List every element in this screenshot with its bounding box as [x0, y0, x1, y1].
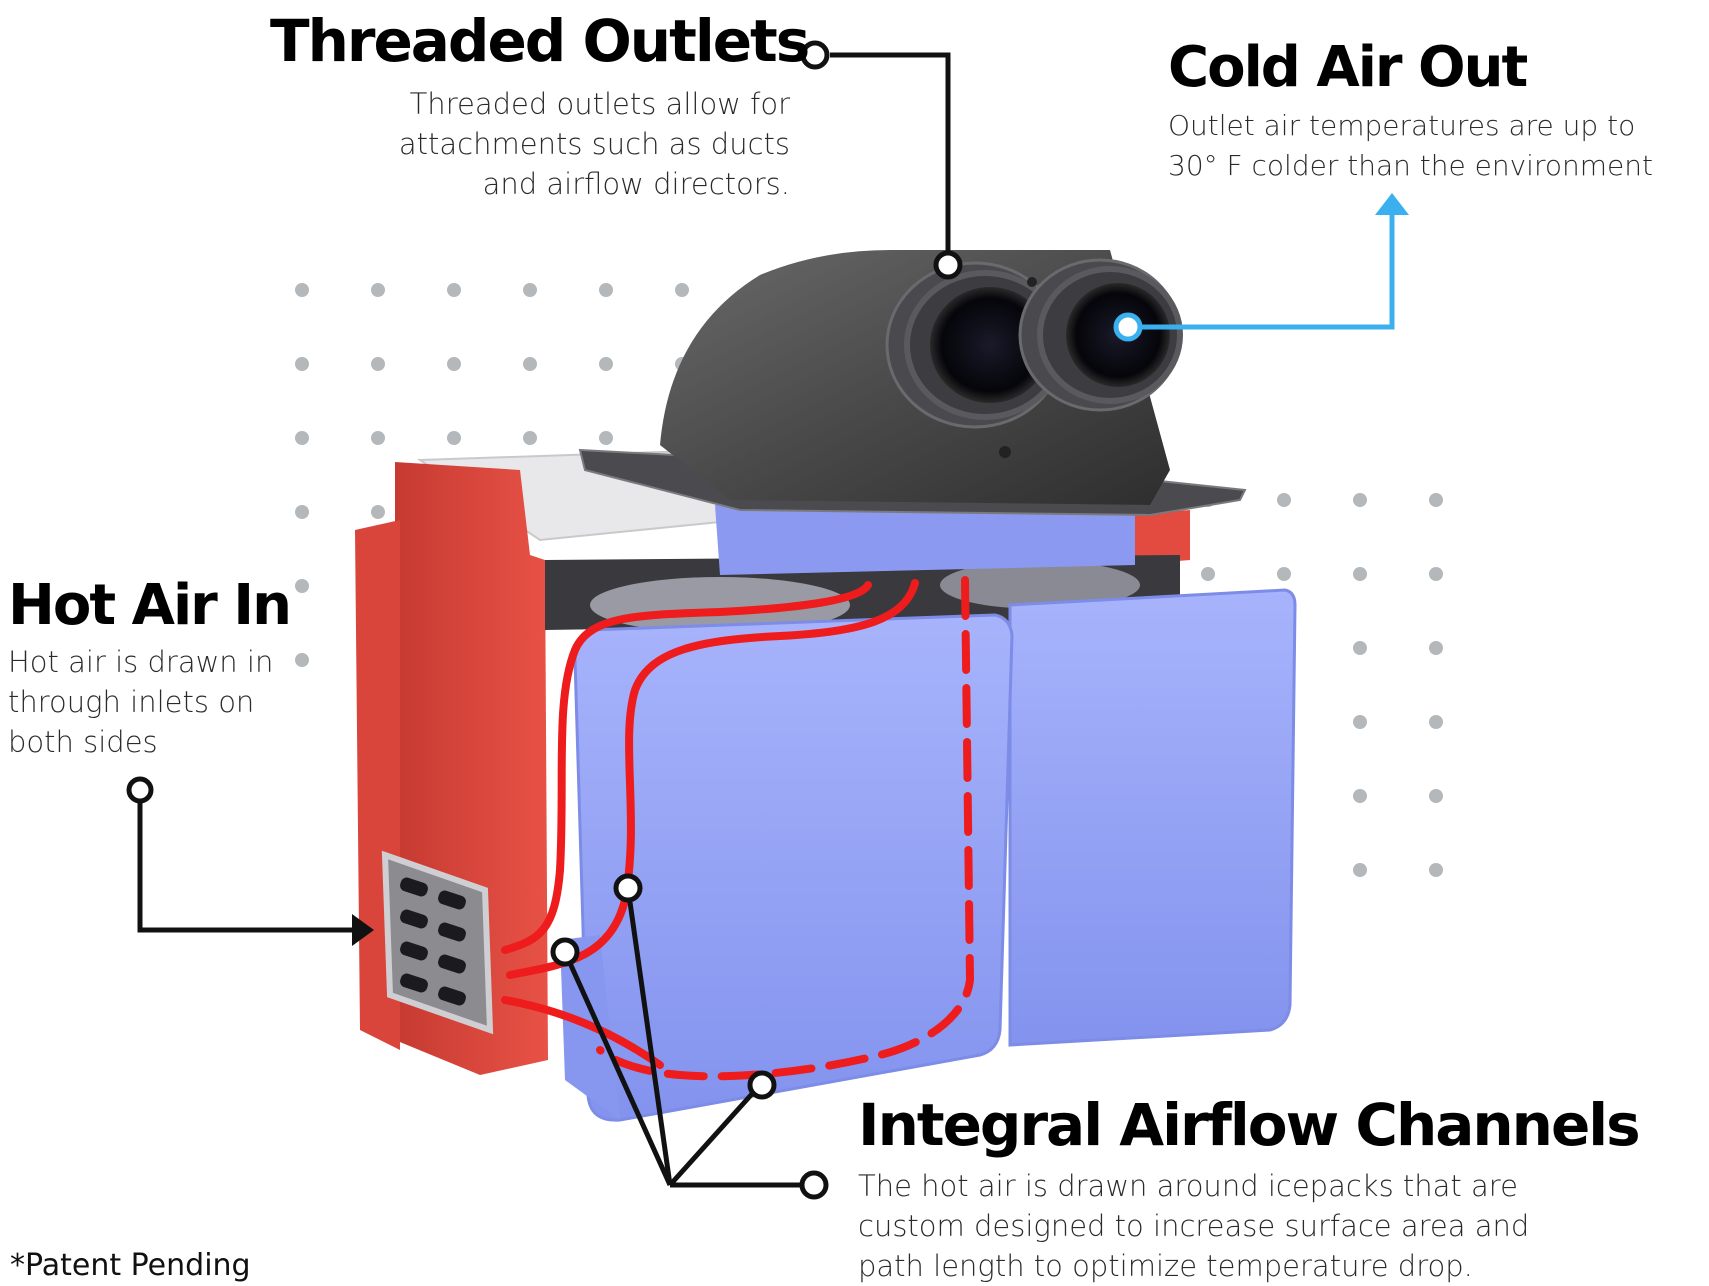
- callout-description: Threaded outlets allow for attachments s…: [270, 84, 790, 204]
- callout-title: Hot Air In: [8, 573, 292, 638]
- endpoint-channel-b: [613, 873, 643, 903]
- callout-title: Threaded Outlets: [270, 7, 810, 75]
- grid-dot: [447, 431, 461, 445]
- grid-dot: [1353, 715, 1367, 729]
- grid-dot: [371, 505, 385, 519]
- description-line: attachments such as ducts: [398, 127, 790, 161]
- grid-dot: [599, 283, 613, 297]
- endpoint-hot-air: [126, 776, 154, 804]
- grid-dot: [295, 283, 309, 297]
- grid-dot: [675, 283, 689, 297]
- vent-grille: [381, 850, 494, 1035]
- icepack-right: [1008, 588, 1297, 1047]
- grid-dot: [1353, 789, 1367, 803]
- description-line: custom designed to increase surface area…: [858, 1209, 1530, 1243]
- callout-title: Integral Airflow Channels: [858, 1091, 1641, 1159]
- description-line: and airflow directors.: [482, 167, 790, 201]
- description-line: Hot air is drawn in: [8, 645, 274, 679]
- cold-air-leader: [1113, 193, 1409, 342]
- callout-description: Outlet air temperatures are up to 30° F …: [1168, 106, 1688, 186]
- leader-channels-b: [625, 887, 673, 1186]
- endpoint-channels-label: [799, 1170, 829, 1200]
- grid-dot: [1429, 567, 1443, 581]
- grid-dot: [523, 431, 537, 445]
- grid-dot: [295, 505, 309, 519]
- airflow-paths: [501, 576, 975, 1081]
- cooler-illustration: [355, 250, 1297, 1122]
- callout-description: The hot air is drawn around icepacks tha…: [858, 1166, 1698, 1286]
- airflow-path-outer: [501, 581, 872, 954]
- leader-threaded-outlets: [830, 52, 951, 265]
- grid-dot: [447, 283, 461, 297]
- grid-dot: [1353, 641, 1367, 655]
- grid-dot: [295, 579, 309, 593]
- description-line: path length to optimize temperature drop…: [858, 1249, 1473, 1283]
- grid-dot: [1429, 715, 1443, 729]
- callout-cold-air-out: Cold Air Out Outlet air temperatures are…: [1168, 40, 1688, 186]
- grid-dot: [1429, 789, 1443, 803]
- description-line: through inlets on: [8, 685, 255, 719]
- fan-disc-right: [940, 561, 1140, 609]
- grid-dot: [1353, 567, 1367, 581]
- arrow-right-icon: [352, 914, 374, 946]
- grid-dot: [1277, 567, 1291, 581]
- leader-endpoints: [126, 40, 963, 1200]
- arrow-up-icon: [1375, 193, 1409, 215]
- grid-dot: [523, 283, 537, 297]
- leader-lines: [137, 52, 951, 1188]
- description-line: The hot air is drawn around icepacks tha…: [858, 1169, 1518, 1203]
- description-line: Threaded outlets allow for: [409, 87, 790, 121]
- description-line: both sides: [8, 725, 158, 759]
- icepack-left: [573, 613, 1014, 1122]
- grid-dot: [1429, 641, 1443, 655]
- grid-dot: [295, 653, 309, 667]
- airflow-path-lower: [501, 996, 664, 1069]
- callout-threaded-outlets: Threaded Outlets Threaded outlets allow …: [270, 7, 810, 204]
- grid-dot: [1353, 863, 1367, 877]
- outlet-right: [1018, 258, 1183, 412]
- grid-dot: [1353, 493, 1367, 507]
- grid-dot: [371, 283, 385, 297]
- grid-dot: [371, 357, 385, 371]
- endpoint-cold-air: [1113, 312, 1143, 342]
- leader-channels-a: [562, 950, 673, 1187]
- grid-dot: [1277, 493, 1291, 507]
- lid-screw: [999, 446, 1011, 458]
- endpoint-channel-a: [550, 937, 580, 967]
- grid-dot: [295, 357, 309, 371]
- grid-dot: [1429, 493, 1443, 507]
- grid-dot: [1429, 863, 1443, 877]
- airflow-path-inner: [506, 579, 919, 979]
- endpoint-threaded-outlet: [933, 250, 963, 280]
- grid-dot: [523, 357, 537, 371]
- grid-dot: [599, 357, 613, 371]
- grid-dot: [1201, 567, 1215, 581]
- endpoint-channel-c: [747, 1070, 777, 1100]
- endpoint-threaded-label: [800, 40, 830, 70]
- description-line: 30° F colder than the environment: [1168, 149, 1653, 182]
- grid-dot: [447, 357, 461, 371]
- patent-footnote: *Patent Pending: [10, 1248, 251, 1283]
- lid-screw: [1027, 277, 1037, 287]
- grid-dot: [295, 431, 309, 445]
- grid-dot: [599, 431, 613, 445]
- airflow-path-dashed: [596, 576, 975, 1081]
- leader-hot-air-in: [137, 800, 360, 933]
- cooler-red-right: [1130, 510, 1190, 565]
- callout-hot-air-in: Hot Air In Hot air is drawn in through i…: [8, 578, 308, 762]
- grid-dot: [371, 431, 385, 445]
- description-line: Outlet air temperatures are up to: [1168, 109, 1636, 142]
- leader-channels-c: [668, 1083, 762, 1187]
- lid-base-block: [715, 505, 1135, 575]
- outlet-left: [885, 261, 1066, 429]
- callout-description: Hot air is drawn in through inlets on bo…: [8, 642, 308, 762]
- callout-title: Cold Air Out: [1168, 35, 1528, 100]
- callout-integral-airflow-channels: Integral Airflow Channels The hot air is…: [858, 1096, 1698, 1286]
